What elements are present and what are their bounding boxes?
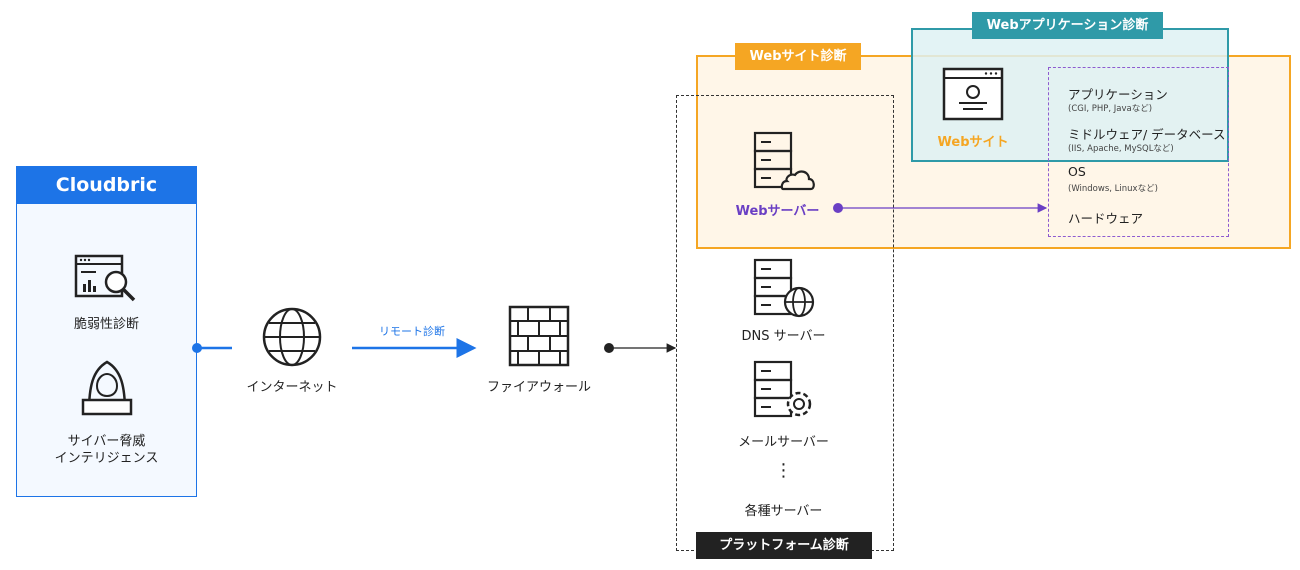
- other-servers-label: 各種サーバー: [744, 504, 823, 519]
- dns-server-icon: [753, 258, 815, 318]
- mail-server-label: メールサーバー: [738, 435, 829, 450]
- dns-server-label: DNS サーバー: [741, 329, 826, 344]
- web-server-label: Webサーバー: [735, 204, 820, 219]
- layer-middleware-title: ミドルウェア/ データベース: [1068, 127, 1226, 142]
- ellipsis-vertical: ⋮: [774, 460, 793, 481]
- cloudbric-panel: [16, 166, 197, 497]
- website-icon: [942, 67, 1004, 121]
- website-label: Webサイト: [937, 135, 1009, 150]
- website-diagnosis-tag: Webサイト診断: [735, 43, 861, 70]
- cyber-threat-label-2: インテリジェンス: [54, 451, 159, 466]
- globe-icon: [262, 307, 322, 367]
- layer-os-sub: (Windows, Linuxなど): [1068, 184, 1158, 194]
- layer-stack-box: [1048, 67, 1229, 237]
- cloud-server-icon: [753, 131, 815, 191]
- firewall-label: ファイアウォール: [486, 380, 591, 395]
- firewall-icon: [508, 305, 570, 367]
- mail-server-icon: [753, 360, 812, 418]
- layer-os-title: OS: [1068, 164, 1086, 179]
- platform-diagnosis-tag: プラットフォーム診断: [696, 532, 872, 559]
- internet-label: インターネット: [246, 380, 338, 395]
- remote-diagnosis-label: リモート診断: [379, 325, 445, 338]
- vulnerability-scan-label: 脆弱性診断: [73, 317, 139, 332]
- layer-application-sub: (CGI, PHP, Javaなど): [1068, 104, 1153, 114]
- cyber-threat-label-1: サイバー脅威: [67, 434, 146, 449]
- layer-hardware-title: ハードウェア: [1068, 211, 1144, 226]
- layer-middleware-sub: (IIS, Apache, MySQLなど): [1068, 144, 1174, 154]
- layer-application-title: アプリケーション: [1068, 87, 1168, 102]
- hacker-icon: [81, 360, 133, 416]
- cloudbric-brand: Cloudbric: [16, 166, 197, 204]
- vulnerability-scan-icon: [74, 254, 136, 302]
- webapp-diagnosis-tag: Webアプリケーション診断: [972, 12, 1163, 39]
